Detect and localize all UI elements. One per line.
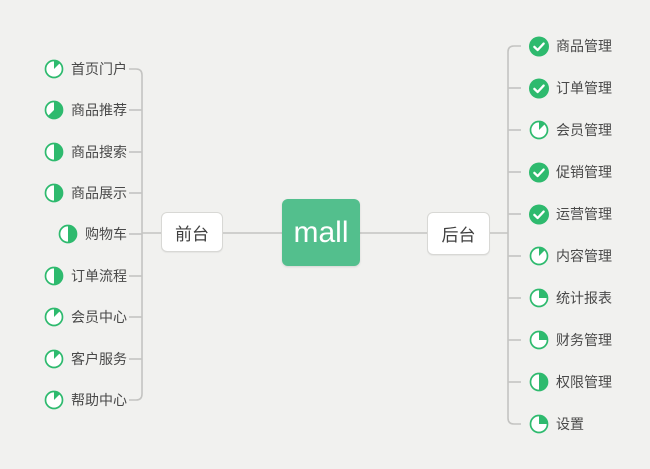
mindmap-item[interactable]: 订单流程 xyxy=(44,262,127,290)
progress-icon xyxy=(44,349,64,369)
mindmap-item[interactable]: 财务管理 xyxy=(529,326,612,354)
item-label: 首页门户 xyxy=(71,61,127,77)
mindmap-item[interactable]: 客户服务 xyxy=(44,345,127,373)
progress-icon xyxy=(44,390,64,410)
mindmap-item[interactable]: 首页门户 xyxy=(44,55,127,83)
mindmap-item[interactable]: 内容管理 xyxy=(529,242,612,270)
item-label: 商品展示 xyxy=(71,185,127,201)
item-label: 权限管理 xyxy=(556,374,612,390)
mindmap-item[interactable]: 会员中心 xyxy=(44,303,127,331)
progress-icon xyxy=(529,246,549,266)
check-icon xyxy=(529,162,549,182)
item-label: 促销管理 xyxy=(556,164,612,180)
progress-icon xyxy=(58,224,78,244)
mindmap-item[interactable]: 商品推荐 xyxy=(44,96,127,124)
progress-icon xyxy=(44,142,64,162)
item-label: 内容管理 xyxy=(556,248,612,264)
progress-icon xyxy=(529,330,549,350)
progress-icon xyxy=(529,120,549,140)
check-icon xyxy=(529,78,549,98)
check-icon xyxy=(529,36,549,56)
central-topic-mall[interactable]: mall xyxy=(282,199,360,266)
item-label: 统计报表 xyxy=(556,290,612,306)
item-label: 订单流程 xyxy=(71,268,127,284)
item-label: 购物车 xyxy=(85,226,127,242)
mindmap-item[interactable]: 购物车 xyxy=(58,220,127,248)
check-icon xyxy=(529,204,549,224)
item-label: 会员中心 xyxy=(71,309,127,325)
item-label: 商品管理 xyxy=(556,38,612,54)
branch-node-frontend[interactable]: 前台 xyxy=(161,212,223,252)
item-label: 帮助中心 xyxy=(71,392,127,408)
progress-icon xyxy=(529,288,549,308)
item-label: 客户服务 xyxy=(71,351,127,367)
progress-icon xyxy=(529,372,549,392)
mindmap-item[interactable]: 商品展示 xyxy=(44,179,127,207)
progress-icon xyxy=(44,100,64,120)
item-label: 商品推荐 xyxy=(71,102,127,118)
progress-icon xyxy=(44,266,64,286)
branch-node-backend[interactable]: 后台 xyxy=(427,212,490,255)
mindmap-item[interactable]: 运营管理 xyxy=(529,200,612,228)
progress-icon xyxy=(44,307,64,327)
mindmap-item[interactable]: 商品搜索 xyxy=(44,138,127,166)
item-label: 商品搜索 xyxy=(71,144,127,160)
mindmap-item[interactable]: 会员管理 xyxy=(529,116,612,144)
progress-icon xyxy=(44,59,64,79)
mindmap-item[interactable]: 促销管理 xyxy=(529,158,612,186)
progress-icon xyxy=(44,183,64,203)
item-label: 会员管理 xyxy=(556,122,612,138)
mindmap-item[interactable]: 订单管理 xyxy=(529,74,612,102)
item-label: 财务管理 xyxy=(556,332,612,348)
mindmap-item[interactable]: 统计报表 xyxy=(529,284,612,312)
mindmap-item[interactable]: 帮助中心 xyxy=(44,386,127,414)
mindmap-item[interactable]: 权限管理 xyxy=(529,368,612,396)
item-label: 运营管理 xyxy=(556,206,612,222)
item-label: 设置 xyxy=(556,416,584,432)
mindmap-item[interactable]: 商品管理 xyxy=(529,32,612,60)
item-label: 订单管理 xyxy=(556,80,612,96)
mindmap-item[interactable]: 设置 xyxy=(529,410,584,438)
progress-icon xyxy=(529,414,549,434)
